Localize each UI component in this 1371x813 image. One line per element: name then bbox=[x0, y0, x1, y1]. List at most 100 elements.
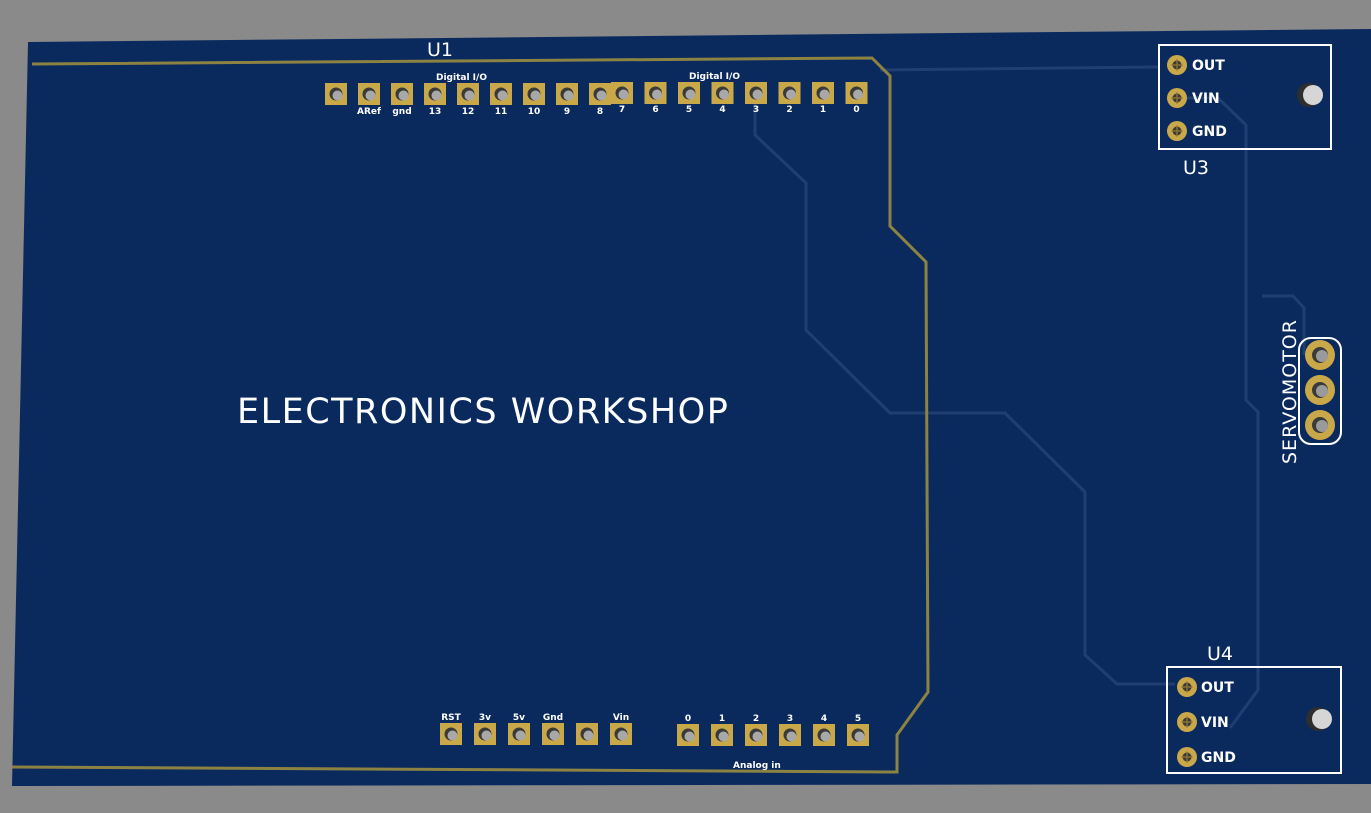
pin-label: 0 bbox=[685, 714, 691, 724]
header-pin bbox=[508, 723, 530, 745]
servo-pins bbox=[1305, 340, 1335, 440]
drill-hole-shade bbox=[786, 89, 796, 100]
pin-label: 4 bbox=[821, 714, 827, 724]
header-pin bbox=[745, 82, 767, 104]
drill-hole-shade bbox=[652, 89, 662, 100]
pin-label: 7 bbox=[619, 105, 625, 115]
drill-hole-shade bbox=[447, 730, 458, 741]
drill-hole-shade bbox=[685, 89, 696, 100]
servomotor-connector: SERVOMOTOR bbox=[1279, 319, 1342, 464]
drill-hole-shade bbox=[853, 89, 863, 100]
digital-io-right-label: Digital I/O bbox=[689, 72, 740, 82]
header-pin bbox=[325, 83, 347, 105]
header-pin bbox=[644, 82, 667, 104]
module-pin-label: OUT bbox=[1192, 58, 1225, 74]
servo-pin bbox=[1305, 340, 1335, 370]
drill-hole-shade bbox=[1316, 420, 1328, 432]
analog-in-label: Analog in bbox=[733, 761, 781, 771]
module-pin-label: VIN bbox=[1201, 715, 1229, 731]
servo-pin bbox=[1305, 410, 1335, 440]
drill-hole-shade bbox=[617, 730, 628, 741]
round-pin bbox=[1167, 55, 1187, 75]
u4-outline bbox=[1166, 666, 1342, 774]
trace bbox=[1178, 96, 1260, 729]
u3-mount-hole-highlight bbox=[1303, 85, 1323, 105]
u3-outline bbox=[1158, 44, 1332, 150]
pin-label: 12 bbox=[462, 107, 475, 117]
pin-label: RST bbox=[441, 713, 461, 723]
header-pin bbox=[778, 82, 801, 104]
header-pin bbox=[611, 82, 633, 104]
drill-hole-shade bbox=[332, 90, 343, 101]
header-pin bbox=[474, 723, 496, 745]
u4-mount-hole-highlight bbox=[1312, 709, 1332, 729]
board-title: ELECTRONICS WORKSHOP bbox=[237, 392, 729, 432]
u4-reference-label: U4 bbox=[1207, 643, 1233, 665]
drill-hole-shade bbox=[583, 730, 594, 741]
header-pin bbox=[845, 82, 868, 104]
pad-cross bbox=[1171, 92, 1183, 104]
drill-hole-shade bbox=[854, 731, 865, 742]
pin-label: 3 bbox=[787, 714, 793, 724]
pin-label: 5 bbox=[855, 714, 861, 724]
drill-hole-shade bbox=[719, 89, 729, 100]
round-pin bbox=[1177, 747, 1197, 767]
round-pin bbox=[1167, 121, 1187, 141]
u3-reference-label: U3 bbox=[1183, 157, 1209, 179]
drill-hole-shade bbox=[618, 89, 629, 100]
pad-cross bbox=[1181, 751, 1193, 763]
copper-traces bbox=[753, 65, 1306, 729]
drill-hole-shade bbox=[481, 730, 492, 741]
drill-hole-shade bbox=[752, 89, 763, 100]
pin-label: 11 bbox=[495, 107, 508, 117]
header-pin bbox=[523, 83, 545, 105]
pin-label: 2 bbox=[753, 714, 759, 724]
header-pin bbox=[610, 723, 632, 745]
drill-hole-shade bbox=[515, 730, 526, 741]
drill-hole-shade bbox=[752, 731, 763, 742]
pin-label: 1 bbox=[719, 714, 725, 724]
servo-header-outline bbox=[1298, 337, 1342, 445]
round-pin bbox=[1167, 88, 1187, 108]
header-pin bbox=[812, 82, 834, 104]
header-pin bbox=[813, 724, 835, 746]
pin-label: Gnd bbox=[543, 713, 563, 723]
header-pin bbox=[711, 82, 734, 104]
module-pin-label: GND bbox=[1192, 124, 1227, 140]
module-pin-label: OUT bbox=[1201, 680, 1234, 696]
drill-hole-shade bbox=[819, 89, 830, 100]
pin-label: 5v bbox=[513, 713, 525, 723]
u1-reference-label: U1 bbox=[427, 39, 453, 61]
drill-hole-shade bbox=[464, 90, 475, 101]
pin-label: 9 bbox=[564, 107, 570, 117]
pin-label: gnd bbox=[392, 107, 411, 117]
header-pin bbox=[490, 83, 512, 105]
header-pin bbox=[745, 724, 767, 746]
pad-cross bbox=[1171, 125, 1183, 137]
pad-cross bbox=[1171, 59, 1183, 71]
pin-label: 4 bbox=[719, 105, 725, 115]
header-pin bbox=[457, 83, 479, 105]
drill-hole-shade bbox=[365, 90, 376, 101]
round-pin bbox=[1177, 712, 1197, 732]
pcb-board bbox=[12, 29, 1371, 786]
drill-hole-shade bbox=[1316, 350, 1328, 362]
header-pin bbox=[847, 724, 869, 746]
header-pin bbox=[779, 724, 801, 746]
drill-hole-shade bbox=[820, 731, 831, 742]
pin-label: 3 bbox=[753, 105, 759, 115]
pad-cross bbox=[1181, 716, 1193, 728]
header-pin bbox=[589, 83, 611, 105]
pin-label: 0 bbox=[853, 105, 859, 115]
header-pin bbox=[440, 723, 462, 745]
drill-hole-shade bbox=[563, 90, 574, 101]
trace bbox=[753, 98, 1175, 686]
header-pin bbox=[677, 724, 699, 746]
analog-header: 0 1 2 3 4 5 bbox=[677, 714, 869, 746]
